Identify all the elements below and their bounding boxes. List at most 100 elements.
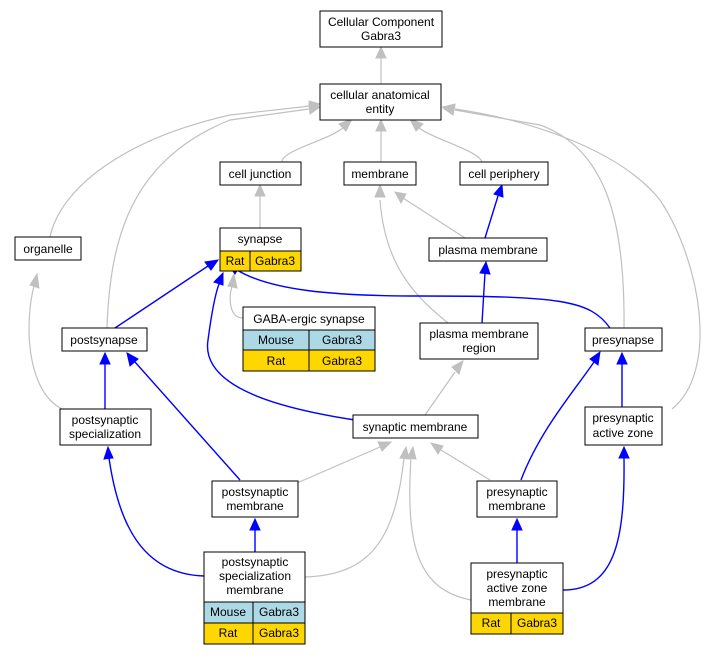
node-label: cell junction: [229, 167, 292, 181]
arrowhead: [254, 183, 266, 197]
edge-postspecmem-synmembrane: [304, 457, 405, 578]
node-postsynaptic-specialization-membrane[interactable]: postsynaptic specialization membrane Mou…: [203, 551, 306, 645]
arrowhead: [511, 517, 523, 531]
gene-cell: [510, 612, 564, 635]
node-presynaptic-membrane[interactable]: presynaptic membrane: [476, 480, 558, 518]
node-cell-periphery[interactable]: cell periphery: [459, 161, 549, 186]
edge-postmembrane-synmembrane: [296, 446, 381, 484]
arrowhead: [375, 118, 387, 132]
node-label: postsynapse: [70, 333, 138, 347]
arrowhead: [374, 183, 386, 198]
arrowhead: [29, 272, 40, 289]
node-label: active zone: [593, 426, 654, 440]
arrowhead: [126, 352, 139, 367]
arrowhead: [338, 118, 354, 132]
gene-cell: [249, 250, 302, 272]
node-label: Cellular Component: [328, 15, 435, 29]
node-plasma-membrane[interactable]: plasma membrane: [428, 237, 548, 262]
node-label: postsynaptic: [72, 413, 139, 427]
arrowhead: [451, 359, 464, 375]
node-label: presynaptic: [592, 411, 653, 425]
edge-celljunction-cae: [281, 126, 345, 163]
arrowhead: [479, 260, 491, 275]
arrowhead: [406, 445, 417, 460]
node-cell-junction[interactable]: cell junction: [219, 161, 302, 186]
edge-postspec-organelle: [28, 285, 63, 410]
edge-organelle-cae: [49, 105, 311, 238]
arrowhead: [618, 445, 630, 459]
node-label: membrane: [488, 595, 546, 609]
node-cellular-anatomical-entity[interactable]: cellular anatomical entity: [319, 83, 442, 121]
node-label: region: [462, 341, 495, 355]
gene-label: Gabra3: [517, 616, 557, 630]
arrowhead: [308, 103, 322, 115]
node-label: membrane: [351, 167, 409, 181]
arrowhead: [493, 183, 504, 198]
node-postsynaptic-specialization[interactable]: postsynaptic specialization: [59, 408, 152, 446]
node-presynaptic-active-zone-membrane[interactable]: presynaptic active zone membrane Rat Gab…: [470, 562, 564, 635]
edge-preactive-cae: [454, 108, 701, 410]
node-label: postsynaptic: [222, 485, 289, 499]
node-label: Gabra3: [361, 29, 401, 43]
edge-synmembrane-pmregion: [424, 371, 456, 416]
node-label: membrane: [226, 583, 284, 597]
species-label: Mouse: [258, 333, 294, 347]
edge-premembrane-presynapse: [520, 361, 595, 481]
edge-presynapse-cae: [454, 109, 625, 329]
gene-label: Gabra3: [259, 605, 299, 619]
edges: [28, 45, 701, 601]
node-label: cellular anatomical: [330, 88, 429, 102]
edge-synmembrane-synapse: [206, 283, 356, 421]
arrowhead: [429, 442, 444, 455]
node-label: entity: [366, 102, 395, 116]
node-postsynapse[interactable]: postsynapse: [61, 327, 148, 352]
node-gaba-ergic-synapse[interactable]: GABA-ergic synapse Mouse Gabra3 Rat Gabr…: [242, 306, 376, 372]
species-label: Mouse: [210, 605, 246, 619]
gene-label: Gabra3: [259, 626, 299, 640]
node-synaptic-membrane[interactable]: synaptic membrane: [352, 414, 479, 439]
node-organelle[interactable]: organelle: [14, 236, 82, 261]
arrowhead: [394, 191, 407, 205]
arrowhead: [227, 272, 238, 289]
node-label: active zone: [487, 581, 548, 595]
edge-postspecmem-postspec: [108, 457, 205, 577]
node-presynapse[interactable]: presynapse: [584, 327, 663, 352]
arrowhead: [99, 351, 111, 365]
arrowhead: [399, 445, 410, 460]
edge-presynapse-synapse: [236, 269, 611, 329]
edge-postsynapse-synapse: [114, 265, 209, 329]
node-label: presynaptic: [486, 485, 547, 499]
arrowhead: [441, 103, 456, 114]
edge-pm-cellperiphery: [484, 195, 499, 239]
node-label: cell periphery: [468, 167, 539, 181]
arrowhead: [249, 517, 261, 531]
node-label: membrane: [488, 499, 546, 513]
node-label: specialization: [219, 569, 291, 583]
edge-postsynapse-cae: [106, 108, 310, 329]
node-label: synaptic membrane: [363, 420, 468, 434]
arrowhead: [103, 445, 114, 460]
edge-preactivemem-synmembrane: [409, 457, 472, 601]
edge-pmregion-membrane: [379, 199, 449, 324]
node-label: presynaptic: [486, 567, 547, 581]
node-plasma-membrane-region[interactable]: plasma membrane region: [419, 322, 539, 360]
node-label: postsynaptic: [222, 555, 289, 569]
node-synapse[interactable]: synapse Rat Gabra3: [219, 227, 302, 272]
edge-postmembrane-postsynapse: [134, 361, 241, 481]
node-cellular-component[interactable]: Cellular Component Gabra3: [319, 10, 443, 48]
node-membrane[interactable]: membrane: [343, 161, 417, 186]
node-label: presynapse: [592, 333, 654, 347]
gene-label: Gabra3: [255, 254, 295, 268]
node-postsynaptic-membrane[interactable]: postsynaptic membrane: [211, 480, 299, 518]
species-label: Rat: [226, 254, 245, 268]
gene-cell: [252, 622, 306, 645]
node-presynaptic-active-zone[interactable]: presynaptic active zone: [584, 406, 663, 446]
edge-preactivemem-preactive: [562, 457, 625, 591]
node-label: GABA-ergic synapse: [253, 312, 365, 326]
gene-cell: [308, 349, 376, 372]
edge-premembrane-synmembrane: [440, 449, 491, 481]
arrowhead: [408, 118, 424, 132]
edge-gaba-synapse: [229, 285, 244, 319]
